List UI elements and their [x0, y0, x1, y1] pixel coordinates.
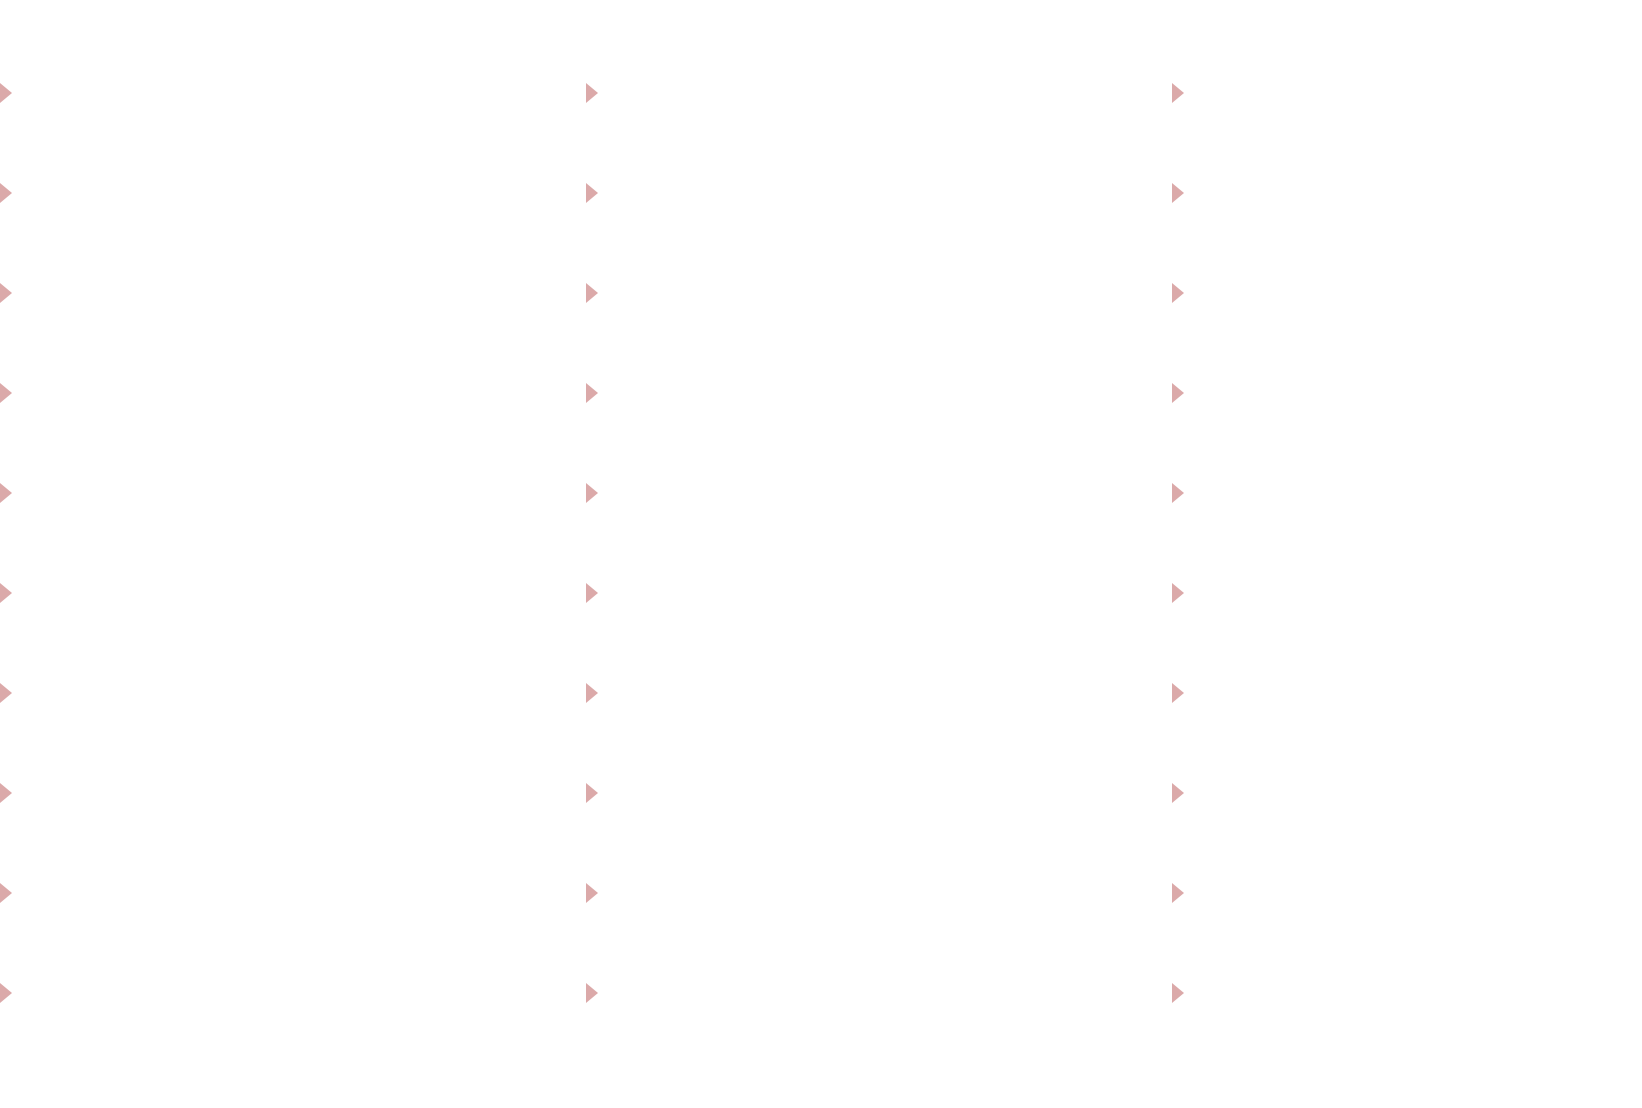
tree-row[interactable] — [0, 583, 586, 683]
tree-row[interactable] — [586, 83, 1172, 183]
disclosure-triangle-right-icon[interactable] — [1172, 283, 1184, 303]
tree-row[interactable] — [0, 783, 586, 883]
tree-row[interactable] — [0, 683, 586, 783]
disclosure-triangle-right-icon[interactable] — [1172, 783, 1184, 803]
tree-row[interactable] — [1172, 683, 1642, 783]
tree-row[interactable] — [586, 483, 1172, 583]
disclosure-triangle-right-icon[interactable] — [1172, 183, 1184, 203]
disclosure-triangle-right-icon[interactable] — [586, 283, 598, 303]
disclosure-triangle-right-icon[interactable] — [0, 983, 12, 1003]
disclosure-triangle-right-icon[interactable] — [586, 83, 598, 103]
disclosure-triangle-right-icon[interactable] — [0, 83, 12, 103]
tree-row[interactable] — [1172, 183, 1642, 283]
tree-row[interactable] — [586, 683, 1172, 783]
tree-row[interactable] — [0, 83, 586, 183]
tree-row[interactable] — [586, 983, 1172, 1083]
disclosure-triangle-right-icon[interactable] — [1172, 683, 1184, 703]
tree-row[interactable] — [0, 883, 586, 983]
disclosure-triangle-right-icon[interactable] — [0, 283, 12, 303]
tree-row[interactable] — [0, 183, 586, 283]
tree-row[interactable] — [586, 783, 1172, 883]
tree-row[interactable] — [586, 283, 1172, 383]
tree-row[interactable] — [0, 383, 586, 483]
tree-row[interactable] — [0, 483, 586, 583]
tree-row[interactable] — [1172, 783, 1642, 883]
tree-row[interactable] — [0, 983, 586, 1083]
tree-row[interactable] — [1172, 83, 1642, 183]
disclosure-triangle-right-icon[interactable] — [0, 383, 12, 403]
disclosure-triangle-right-icon[interactable] — [586, 783, 598, 803]
tree-row[interactable] — [1172, 583, 1642, 683]
disclosure-triangle-right-icon[interactable] — [0, 783, 12, 803]
tree-row[interactable] — [586, 383, 1172, 483]
disclosure-triangle-right-icon[interactable] — [1172, 383, 1184, 403]
disclosure-triangle-right-icon[interactable] — [1172, 883, 1184, 903]
column-3 — [1172, 0, 1642, 1108]
column-2 — [586, 0, 1172, 1108]
disclosure-triangle-right-icon[interactable] — [586, 583, 598, 603]
disclosure-triangle-right-icon[interactable] — [1172, 983, 1184, 1003]
disclosure-triangle-right-icon[interactable] — [586, 983, 598, 1003]
disclosure-triangle-right-icon[interactable] — [1172, 483, 1184, 503]
disclosure-triangle-right-icon[interactable] — [1172, 83, 1184, 103]
tree-row[interactable] — [586, 583, 1172, 683]
tree-row[interactable] — [0, 283, 586, 383]
tree-row[interactable] — [1172, 283, 1642, 383]
disclosure-triangle-right-icon[interactable] — [0, 583, 12, 603]
tree-row[interactable] — [1172, 983, 1642, 1083]
disclosure-triangle-right-icon[interactable] — [0, 483, 12, 503]
tree-row[interactable] — [1172, 483, 1642, 583]
disclosure-triangle-right-icon[interactable] — [586, 883, 598, 903]
tree-row[interactable] — [586, 883, 1172, 983]
disclosure-triangle-right-icon[interactable] — [586, 383, 598, 403]
disclosure-triangle-right-icon[interactable] — [586, 183, 598, 203]
disclosure-triangle-right-icon[interactable] — [1172, 583, 1184, 603]
disclosure-triangle-right-icon[interactable] — [0, 183, 12, 203]
tree-row[interactable] — [586, 183, 1172, 283]
disclosure-triangle-right-icon[interactable] — [0, 883, 12, 903]
disclosure-triangle-right-icon[interactable] — [586, 683, 598, 703]
disclosure-triangle-right-icon[interactable] — [586, 483, 598, 503]
tree-row[interactable] — [1172, 883, 1642, 983]
tree-row[interactable] — [1172, 383, 1642, 483]
disclosure-triangle-right-icon[interactable] — [0, 683, 12, 703]
column-1 — [0, 0, 586, 1108]
